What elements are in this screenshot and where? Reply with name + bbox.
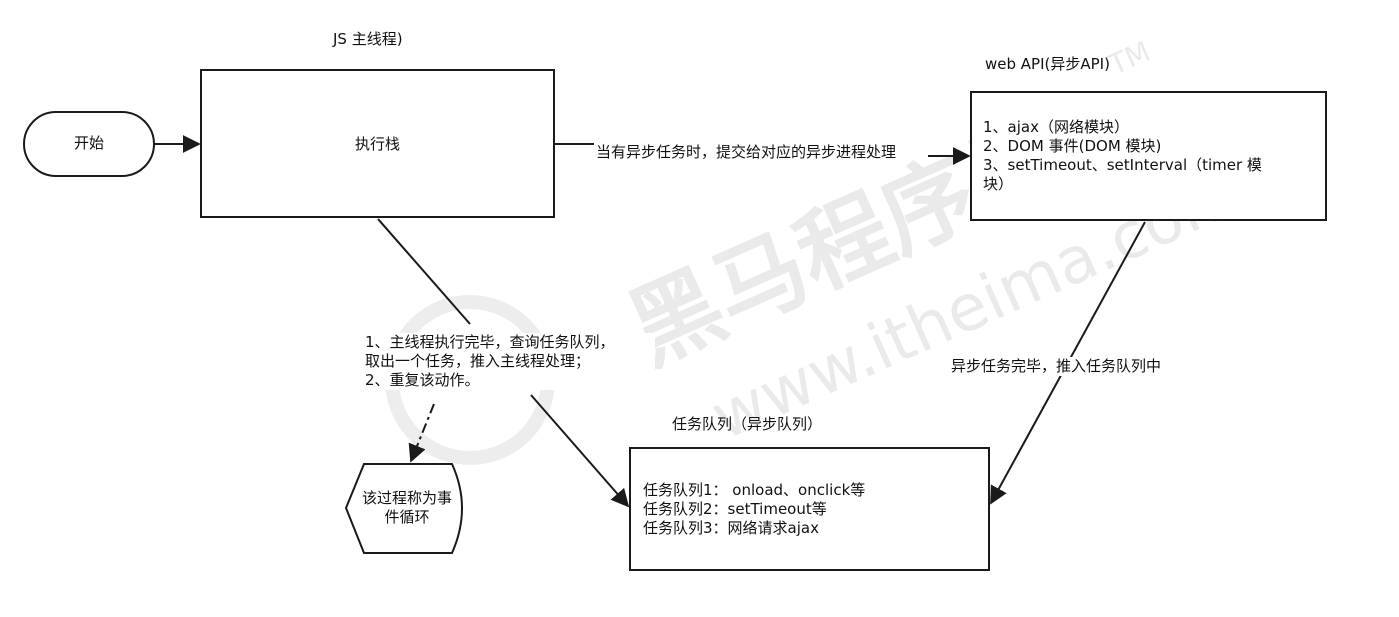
task-queue-title: 任务队列（异步队列） bbox=[672, 415, 823, 433]
task-queue-box bbox=[629, 447, 990, 571]
web-api-item: 3、setTimeout、setInterval（timer 模 bbox=[983, 156, 1262, 174]
loop-step-line: 2、重复该动作。 bbox=[365, 371, 480, 389]
arrow-stack-to-queue-b bbox=[530, 394, 630, 508]
loop-step-line: 1、主线程执行完毕，查询任务队列， bbox=[365, 333, 615, 351]
submit-async-label: 当有异步任务时，提交给对应的异步进程处理 bbox=[596, 143, 897, 162]
web-api-item: 1、ajax（网络模块） bbox=[983, 118, 1129, 136]
arrow-stack-to-queue-a bbox=[377, 218, 471, 325]
event-loop-line: 件循环 bbox=[384, 508, 430, 526]
exec-stack-box bbox=[200, 69, 555, 218]
web-api-box bbox=[970, 91, 1327, 221]
event-loop-label: 该过程称为事 件循环 bbox=[352, 489, 462, 527]
web-api-label: web API(异步API) bbox=[985, 55, 1110, 73]
arrow-to-event-loop bbox=[408, 403, 435, 463]
exec-stack-label: 执行栈 bbox=[354, 135, 400, 153]
web-api-item: 块） bbox=[983, 175, 1014, 193]
event-loop-node bbox=[344, 463, 463, 554]
web-api-list: 1、ajax（网络模块） 2、DOM 事件(DOM 模块) 3、setTimeo… bbox=[983, 118, 1318, 194]
async-done-label: 异步任务完毕，推入任务队列中 bbox=[951, 357, 1162, 376]
task-queue-item: 任务队列2：setTimeout等 bbox=[643, 500, 827, 518]
web-api-item: 2、DOM 事件(DOM 模块) bbox=[983, 137, 1162, 155]
loop-step-line: 取出一个任务，推入主线程处理； bbox=[365, 352, 591, 370]
start-label: 开始 bbox=[73, 134, 104, 152]
task-queue-item: 任务队列1： onload、onclick等 bbox=[643, 481, 866, 499]
loop-steps-text: 1、主线程执行完毕，查询任务队列， 取出一个任务，推入主线程处理； 2、重复该动… bbox=[365, 333, 655, 390]
watermark-tm: TM bbox=[1103, 35, 1155, 82]
task-queue-list: 任务队列1： onload、onclick等 任务队列2：setTimeout等… bbox=[643, 481, 978, 538]
js-main-thread-label: JS 主线程) bbox=[333, 30, 403, 48]
task-queue-item: 任务队列3：网络请求ajax bbox=[643, 519, 819, 537]
event-loop-line: 该过程称为事 bbox=[361, 489, 452, 507]
